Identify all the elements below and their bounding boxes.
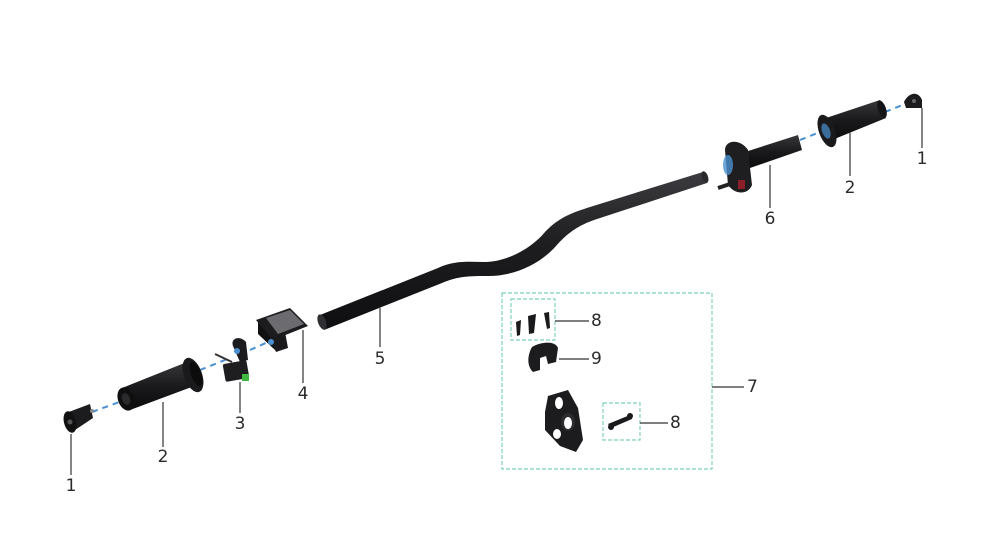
callout-6: 6 — [764, 209, 776, 229]
display-unit-icon[interactable] — [256, 308, 308, 352]
control-switch-icon[interactable] — [214, 338, 250, 382]
grip-left-icon[interactable] — [114, 355, 207, 413]
callout-8-screws: 8 — [591, 311, 602, 331]
callout-1-right: 1 — [916, 149, 928, 169]
leader-lines — [70, 108, 923, 475]
mount-kit-box — [501, 292, 713, 470]
callout-8-pins: 8 — [670, 413, 681, 433]
clamp-body-icon[interactable] — [545, 390, 583, 452]
callout-9: 9 — [591, 349, 602, 369]
callout-2-left: 2 — [157, 447, 169, 467]
callout-5: 5 — [374, 349, 386, 369]
bar-end-cap-right-icon[interactable] — [904, 93, 922, 108]
screw-set-icon[interactable] — [516, 312, 550, 336]
callout-4: 4 — [297, 384, 309, 404]
grip-right-icon[interactable] — [814, 99, 889, 150]
callout-3: 3 — [234, 414, 246, 434]
callout-2-right: 2 — [844, 178, 856, 198]
bar-end-cap-left-icon[interactable] — [61, 404, 94, 434]
callout-7: 7 — [747, 377, 758, 397]
clamp-clip-icon[interactable] — [528, 342, 558, 372]
callout-1-left: 1 — [65, 476, 77, 496]
throttle-assembly-icon[interactable] — [717, 135, 802, 193]
handlebar-icon[interactable] — [316, 170, 710, 331]
pin-set-icon[interactable] — [608, 413, 633, 430]
axis-dash-lines — [91, 103, 906, 413]
